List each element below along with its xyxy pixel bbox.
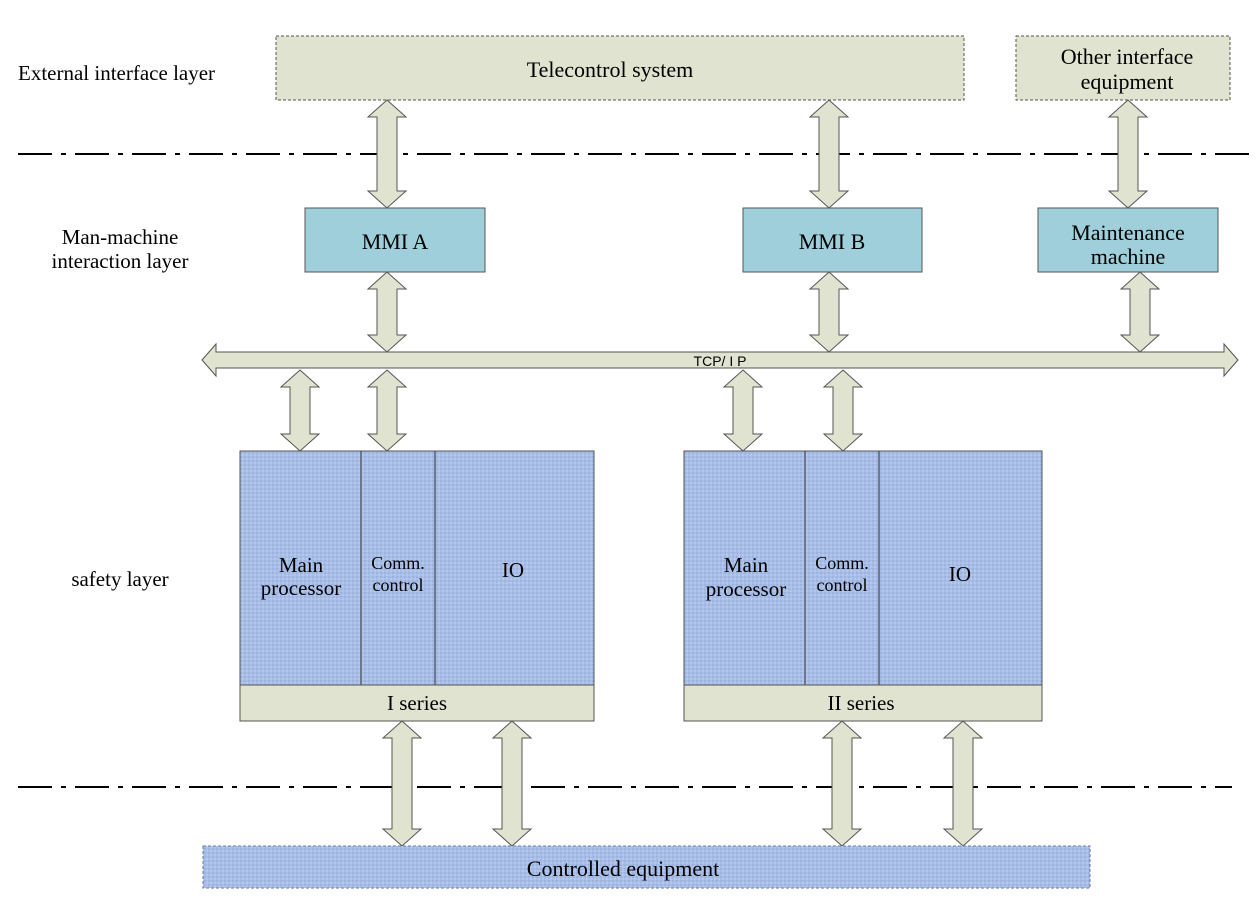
arrow-series1-controlled-a: [381, 720, 423, 847]
series-2-name-label: II series: [827, 691, 894, 715]
arrow-series2-controlled-a: [821, 720, 863, 847]
arrow-mmi-a-bus: [366, 271, 408, 353]
controlled-equipment-label: Controlled equipment: [527, 856, 719, 881]
other-interface-label-line2: equipment: [1081, 69, 1174, 94]
mmi-b-box: MMI B: [742, 207, 923, 273]
maintenance-label-line1: Maintenance: [1071, 220, 1185, 245]
layer-label-safety: safety layer: [71, 567, 168, 591]
arrow-series2-controlled-b: [942, 720, 984, 847]
series-1-comm-label-line1: Comm.: [371, 553, 425, 573]
arrow-bus-series1-main: [279, 369, 321, 452]
mmi-a-label: MMI A: [362, 229, 429, 254]
arrow-bus-series2-comm: [822, 369, 864, 452]
series-1-name-label: I series: [387, 691, 447, 715]
series-1-main-label-line2: processor: [261, 576, 341, 600]
arrow-maintenance-bus: [1119, 271, 1161, 353]
series-1-rack: Main processor Comm. control IO I series: [239, 450, 595, 722]
tcp-ip-bus: TCP/ I P: [201, 342, 1239, 378]
series-2-comm-label-line1: Comm.: [815, 553, 869, 573]
series-2-rack: Main processor Comm. control IO II serie…: [683, 450, 1043, 722]
arrow-bus-series1-comm: [366, 369, 408, 452]
controlled-equipment-box: Controlled equipment: [202, 845, 1091, 889]
series-1-main-label-line1: Main: [279, 553, 324, 577]
layer-label-mmi-line2: interaction layer: [51, 249, 188, 273]
other-interface-equipment-box: Other interface equipment: [1015, 35, 1231, 101]
telecontrol-system-box: Telecontrol system: [275, 35, 965, 101]
mmi-a-box: MMI A: [304, 207, 486, 273]
mmi-b-label: MMI B: [799, 229, 866, 254]
maintenance-machine-box: Maintenance machine: [1037, 207, 1219, 273]
layer-label-mmi-line1: Man-machine: [62, 225, 179, 249]
arrow-bus-series2-main: [722, 369, 764, 452]
arrow-series1-controlled-b: [491, 720, 533, 847]
series-1-comm-label-line2: control: [373, 575, 424, 595]
layer-label-external: External interface layer: [18, 61, 215, 85]
telecontrol-system-label: Telecontrol system: [527, 57, 693, 82]
tcp-ip-bus-label: TCP/ I P: [694, 353, 747, 369]
series-2-main-label-line2: processor: [706, 577, 786, 601]
series-2-comm-label-line2: control: [817, 575, 868, 595]
series-1-io-label: IO: [502, 558, 524, 582]
arrow-mmi-b-bus: [808, 271, 850, 353]
maintenance-label-line2: machine: [1091, 244, 1166, 269]
series-2-io-label: IO: [949, 562, 971, 586]
series-2-main-label-line1: Main: [724, 553, 769, 577]
other-interface-label-line1: Other interface: [1061, 44, 1194, 69]
